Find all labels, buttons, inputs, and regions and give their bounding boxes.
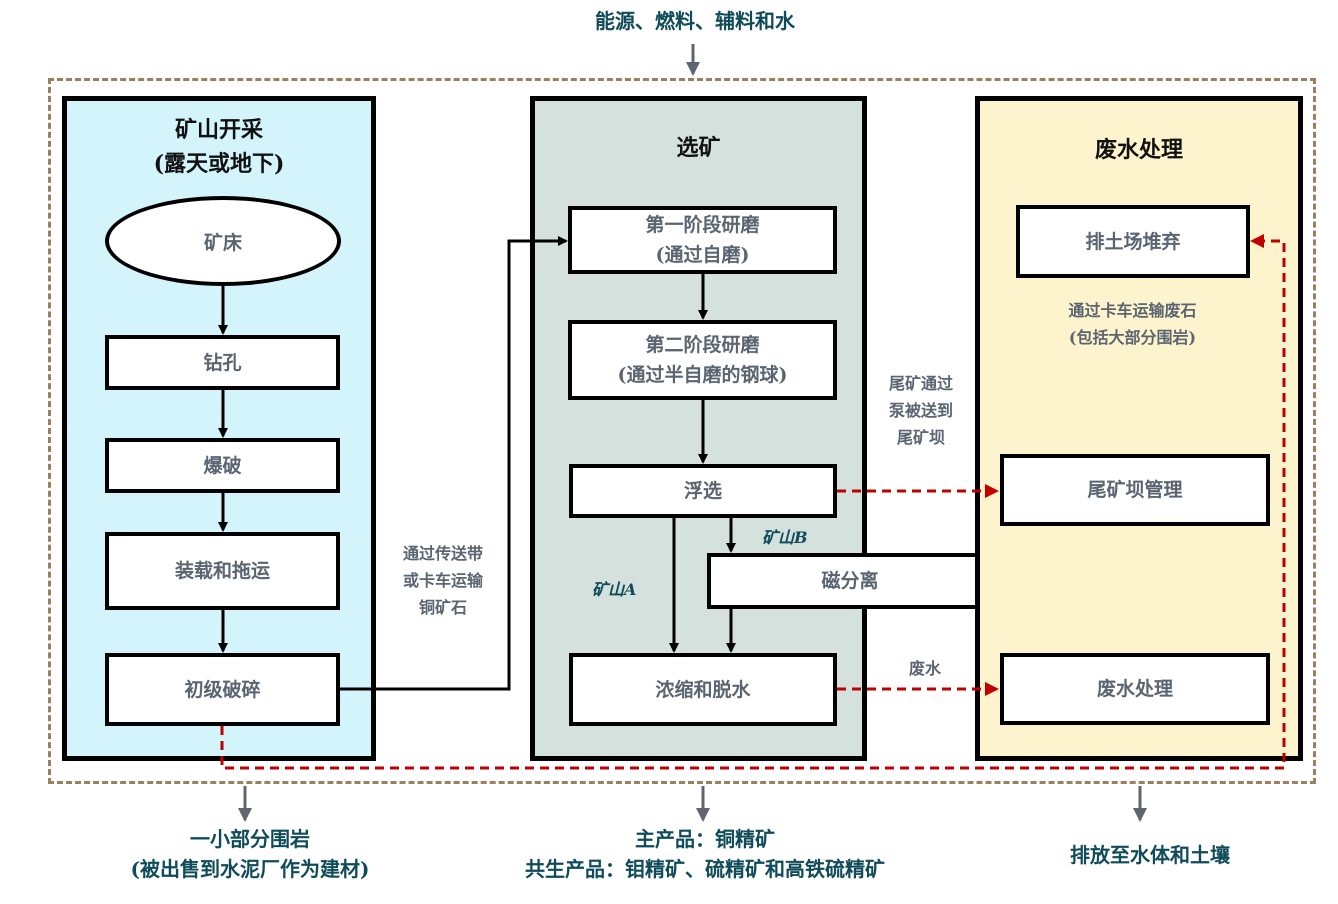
- step-primary-crushing[interactable]: 初级破碎: [105, 653, 340, 726]
- step-thickening-dewatering[interactable]: 浓缩和脱水: [569, 653, 837, 726]
- conveyor-note-line3: 铜矿石: [418, 598, 467, 617]
- branch-label-mine-a: 矿山A: [592, 580, 637, 599]
- waste-title: 废水处理: [1094, 137, 1183, 163]
- step-flotation[interactable]: 浮选: [569, 464, 837, 518]
- output-middle-line2: 共生产品：钼精矿、硫精矿和高铁硫精矿: [525, 857, 885, 881]
- tailings-dam-management[interactable]: 尾矿坝管理: [1000, 454, 1270, 526]
- mining-title-line1: 矿山开采: [174, 117, 263, 143]
- dump-note-line1: 通过卡车运输废石: [1068, 301, 1197, 320]
- wastewater-treatment[interactable]: 废水处理: [1000, 653, 1270, 725]
- step-magnetic-separation[interactable]: 磁分离: [707, 553, 993, 609]
- arrow-crushing-to-grinding: [340, 236, 568, 691]
- output-middle: 主产品：铜精矿 共生产品：钼精矿、硫精矿和高铁硫精矿: [440, 824, 970, 884]
- step-blasting[interactable]: 爆破: [105, 438, 340, 493]
- output-left-line1: 一小部分围岩: [190, 827, 310, 851]
- step-loading-hauling[interactable]: 装载和拖运: [105, 532, 340, 610]
- step-drilling[interactable]: 钻孔: [105, 335, 340, 390]
- output-left-line2: (被出售到水泥厂作为建材): [130, 857, 370, 881]
- conveyor-note-line2: 或卡车运输: [402, 571, 483, 590]
- system-boundary: [48, 78, 1316, 784]
- wastewater-note: 废水: [908, 659, 941, 678]
- output-middle-line1: 主产品：铜精矿: [635, 827, 775, 851]
- grind2-line2: (通过半自磨的钢球): [617, 364, 788, 386]
- grind2-line1: 第二阶段研磨: [645, 334, 760, 356]
- conveyor-note-line1: 通过传送带: [402, 544, 483, 563]
- tailings-note: 尾矿通过 泵被送到 尾矿坝: [866, 370, 976, 451]
- tailings-note-line1: 尾矿通过: [888, 374, 953, 393]
- waste-rock-dump[interactable]: 排土场堆弃: [1016, 205, 1250, 278]
- conveyor-note: 通过传送带 或卡车运输 铜矿石: [378, 540, 508, 621]
- output-right: 排放至水体和土壤: [1070, 843, 1230, 867]
- ore-body-node[interactable]: 矿床: [105, 196, 341, 286]
- step-grinding-stage2[interactable]: 第二阶段研磨 (通过半自磨的钢球): [568, 320, 837, 400]
- branch-label-mine-b: 矿山B: [762, 528, 808, 547]
- tailings-note-line3: 尾矿坝: [896, 428, 945, 447]
- grind1-line2: (通过自磨): [655, 244, 750, 266]
- processing-title: 选矿: [676, 135, 721, 161]
- mining-title-line2: (露天或地下): [153, 151, 285, 177]
- dump-note-line2: (包括大部分围岩): [1068, 328, 1197, 347]
- dump-note: 通过卡车运输废石 (包括大部分围岩): [1000, 297, 1265, 351]
- inputs-label: 能源、燃料、辅料和水: [595, 9, 795, 33]
- grind1-line1: 第一阶段研磨: [645, 214, 760, 236]
- output-left: 一小部分围岩 (被出售到水泥厂作为建材): [80, 824, 420, 884]
- step-grinding-stage1[interactable]: 第一阶段研磨 (通过自磨): [568, 206, 837, 274]
- flow-crushing-to-dump: [220, 234, 1286, 770]
- tailings-note-line2: 泵被送到: [888, 401, 953, 420]
